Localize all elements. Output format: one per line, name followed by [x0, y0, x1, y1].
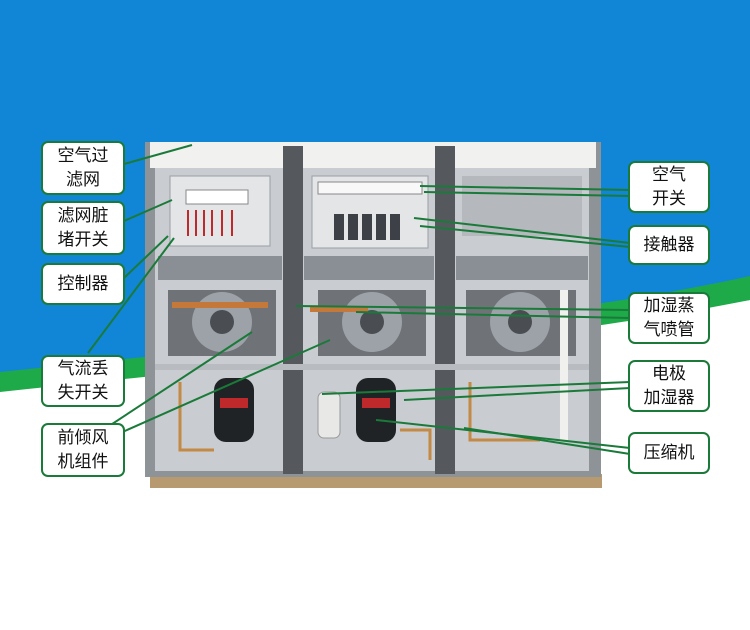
label-air-filter-line1: 空气过 [57, 146, 109, 166]
label-electrode-humidifier-line1: 电极 [652, 364, 686, 384]
white-pipe-right [560, 290, 568, 440]
contactor-row [334, 214, 400, 240]
leader-nozzle-1 [295, 305, 631, 311]
label-compressor-line1: 压缩机 [643, 443, 695, 463]
label-air-switch: 空气 开关 [628, 161, 710, 213]
leader-air-switch-1 [419, 185, 631, 191]
humidifier-bottle [317, 391, 341, 439]
label-electrode-humidifier: 电极 加湿器 [628, 360, 710, 412]
compressor-left [214, 378, 254, 442]
leader-fan-left [99, 331, 253, 433]
label-steam-nozzle: 加湿蒸 气喷管 [628, 292, 710, 344]
label-airflow-loss-switch-line2: 失开关 [57, 383, 109, 403]
fan-assembly-right [466, 290, 576, 356]
label-air-switch-line1: 空气 [652, 165, 686, 185]
divider-left [283, 146, 303, 474]
leader-contactor-2 [419, 225, 631, 248]
leader-controller [123, 235, 169, 279]
electrical-panel-left [169, 175, 271, 247]
compressor-middle [356, 378, 396, 442]
leader-contactor-1 [413, 217, 631, 244]
coil-grille-right [456, 256, 588, 280]
label-contactor-line1: 接触器 [643, 235, 695, 255]
lower-shelf [155, 364, 589, 370]
label-controller: 控制器 [41, 263, 125, 305]
refrigerant-pipes [178, 382, 540, 460]
label-filter-clog-switch-line1: 滤网脏 [57, 206, 109, 226]
label-controller-line1: 控制器 [57, 274, 109, 294]
leader-airflow-loss-switch [87, 237, 175, 354]
label-fan-assembly-line2: 机组件 [57, 452, 109, 472]
coil-grille-middle [304, 256, 434, 280]
label-fan-assembly-line1: 前倾风 [57, 428, 109, 448]
label-air-filter: 空气过 滤网 [41, 141, 125, 195]
label-fan-assembly: 前倾风 机组件 [41, 423, 125, 477]
red-wires-left [187, 210, 233, 236]
label-electrode-humidifier-line2: 加湿器 [643, 388, 695, 408]
wooden-pallet [150, 474, 602, 488]
copper-nozzle-left [172, 302, 268, 308]
top-filter-strip [150, 142, 596, 168]
label-contactor: 接触器 [628, 225, 710, 265]
label-compressor: 压缩机 [628, 432, 710, 474]
label-filter-clog-switch-line2: 堵开关 [57, 230, 109, 250]
leader-compressor-2 [463, 427, 631, 455]
leader-humidifier-2 [403, 387, 631, 401]
label-airflow-loss-switch: 气流丢 失开关 [41, 355, 125, 407]
label-air-filter-line2: 滤网 [66, 170, 100, 190]
label-steam-nozzle-line1: 加湿蒸 [643, 296, 695, 316]
label-filter-clog-switch: 滤网脏 堵开关 [41, 201, 125, 255]
leader-nozzle-2 [355, 311, 631, 319]
leader-humidifier-1 [321, 381, 631, 395]
leader-filter-clog-switch [123, 199, 173, 222]
copper-nozzle-middle [310, 306, 368, 312]
breaker-strip [317, 181, 423, 195]
label-air-switch-line2: 开关 [652, 189, 686, 209]
terminal-block-left [185, 189, 249, 205]
coil-grille-left [158, 256, 282, 280]
leader-air-switch-2 [423, 191, 631, 197]
leader-fan-middle [99, 339, 331, 443]
label-steam-nozzle-line2: 气喷管 [643, 320, 695, 340]
leader-air-filter [123, 144, 193, 165]
label-airflow-loss-switch-line1: 气流丢 [57, 359, 109, 379]
